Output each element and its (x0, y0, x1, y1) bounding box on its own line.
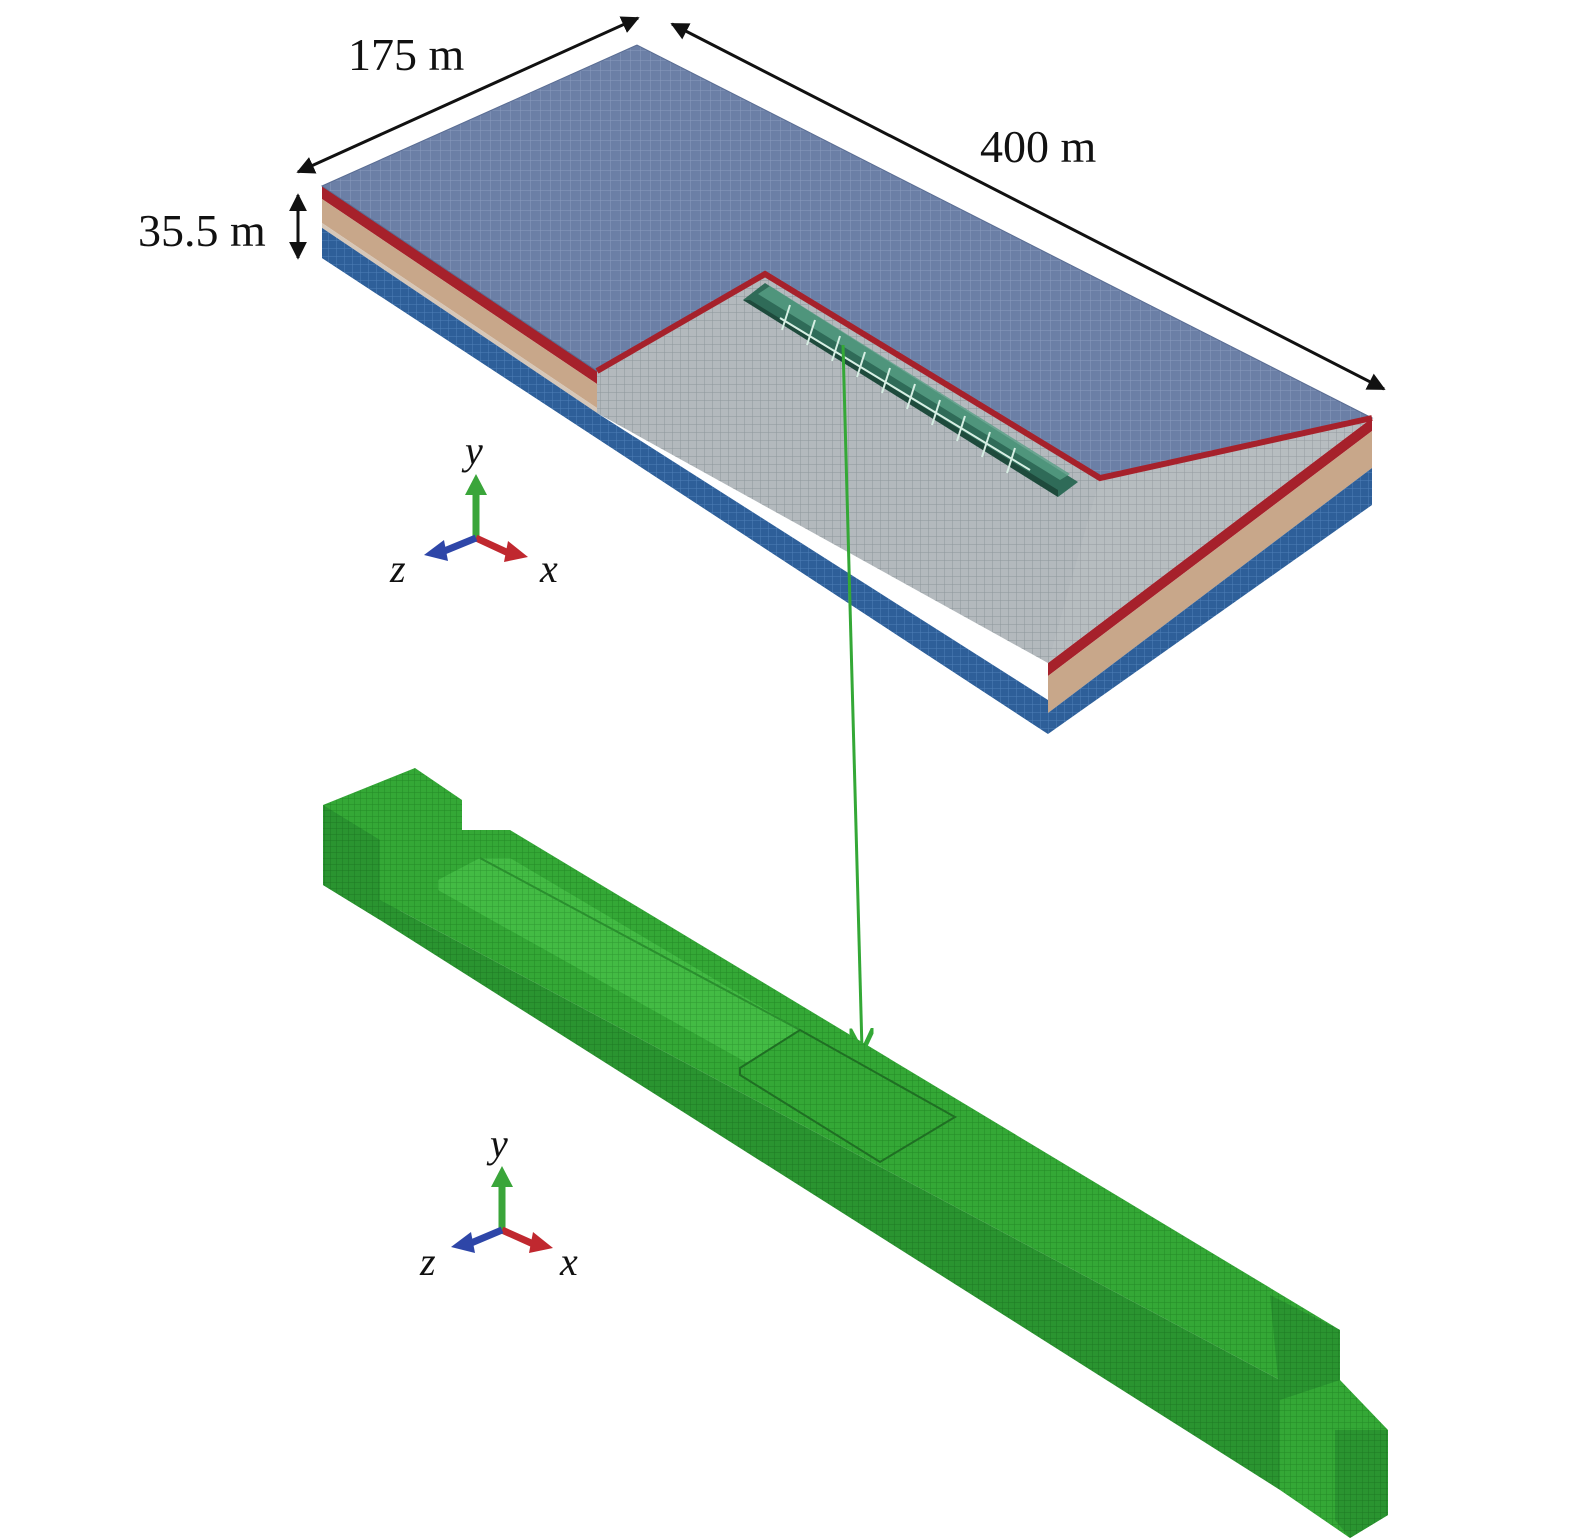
length-label: 400 m (980, 121, 1097, 172)
z-axis-label: z (419, 1239, 436, 1284)
soil-right-side (1048, 418, 1372, 734)
structure-side (380, 900, 1280, 1490)
x-axis-label: x (539, 546, 558, 591)
axis-triad-top: y z x (389, 428, 558, 591)
soil-deep-layer (322, 228, 1048, 734)
dimension-height: 35.5 m (138, 193, 307, 260)
y-axis-label: y (486, 1121, 508, 1166)
width-label: 175 m (348, 29, 465, 80)
soil-model (320, 44, 1374, 734)
axis-triad-bottom: y z x (419, 1121, 578, 1284)
connector-arrow (841, 344, 862, 1050)
tunnel-section (438, 858, 800, 1070)
z-axis-label: z (389, 546, 406, 591)
middle-platform (739, 1028, 957, 1164)
y-axis-label: y (461, 428, 483, 473)
x-axis-label: x (559, 1239, 578, 1284)
height-label: 35.5 m (138, 205, 266, 256)
dimension-width: 175 m (296, 16, 640, 174)
dimension-length: 400 m (670, 22, 1386, 391)
underground-structure (323, 768, 1388, 1538)
